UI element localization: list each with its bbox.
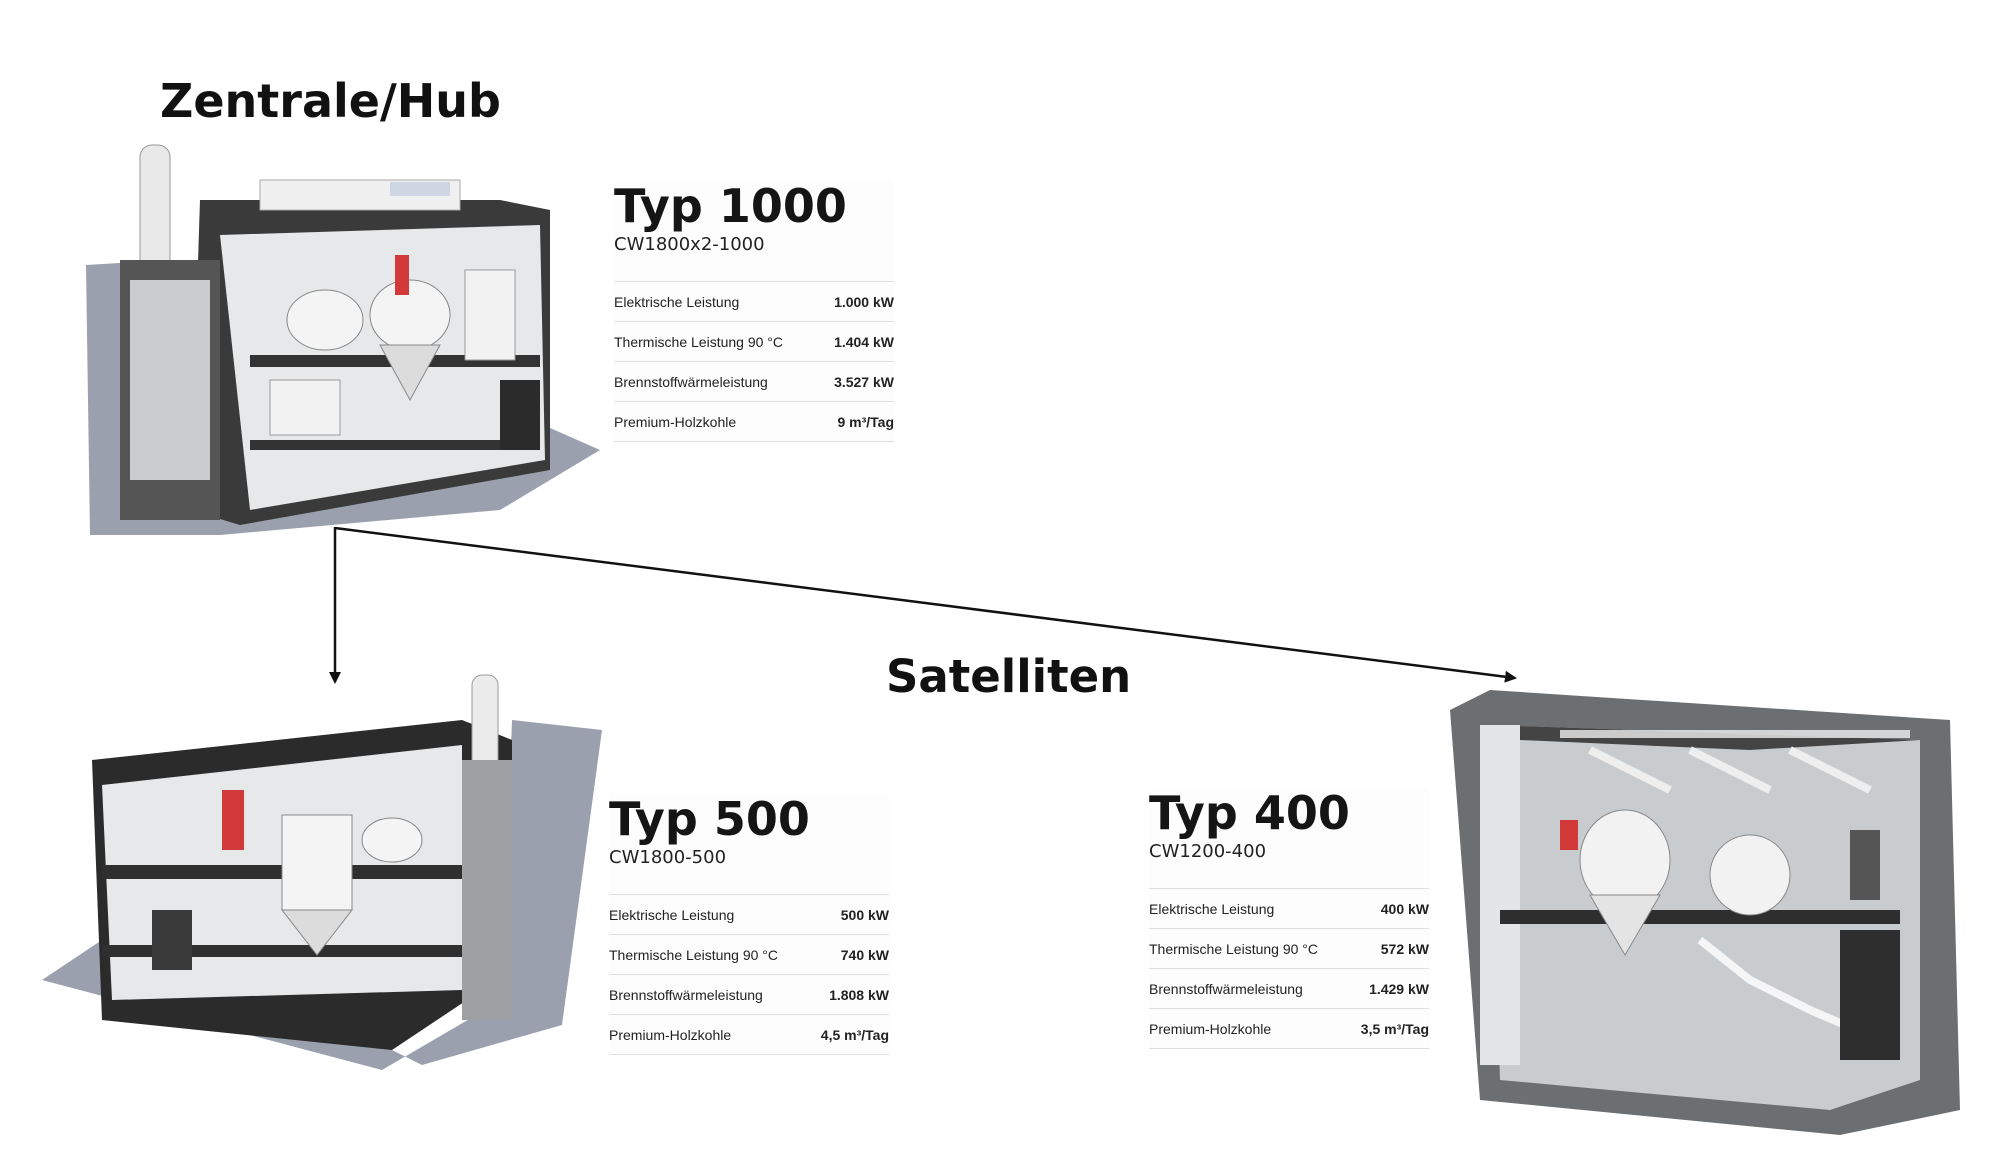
spec-table: Elektrische Leistung 1.000 kW Thermische… (614, 281, 894, 442)
typ-400-building-illustration (1450, 690, 1960, 1135)
hub-heading: Zentrale/Hub (160, 74, 501, 128)
spec-value: 572 kW (1380, 940, 1429, 957)
spec-label: Thermische Leistung 90 °C (1149, 940, 1319, 957)
spec-row: Brennstoffwärmeleistung 1.808 kW (609, 974, 889, 1014)
spec-row: Elektrische Leistung 500 kW (609, 894, 889, 934)
satellites-heading: Satelliten (886, 650, 1132, 703)
typ-400-card: Typ 400 CW1200-400 Elektrische Leistung … (1149, 787, 1429, 1049)
spec-value: 4,5 m³/Tag (820, 1026, 889, 1043)
model-name: CW1200-400 (1149, 841, 1267, 862)
spec-value: 3.527 kW (834, 373, 894, 390)
spec-label: Elektrische Leistung (609, 906, 735, 923)
spec-value: 1.808 kW (829, 986, 889, 1003)
model-name: CW1800x2-1000 (614, 234, 765, 255)
spec-row: Elektrische Leistung 400 kW (1149, 888, 1429, 928)
spec-row: Premium-Holzkohle 3,5 m³/Tag (1149, 1008, 1429, 1049)
spec-label: Brennstoffwärmeleistung (609, 986, 763, 1003)
spec-value: 400 kW (1380, 900, 1429, 917)
spec-row: Premium-Holzkohle 9 m³/Tag (614, 401, 894, 442)
spec-value: 3,5 m³/Tag (1360, 1020, 1429, 1037)
spec-value: 9 m³/Tag (837, 413, 894, 430)
spec-table: Elektrische Leistung 500 kW Thermische L… (609, 894, 889, 1055)
spec-label: Thermische Leistung 90 °C (614, 333, 784, 350)
spec-label: Premium-Holzkohle (614, 413, 737, 430)
spec-label: Thermische Leistung 90 °C (609, 946, 779, 963)
spec-row: Thermische Leistung 90 °C 572 kW (1149, 928, 1429, 968)
spec-label: Premium-Holzkohle (609, 1026, 732, 1043)
spec-label: Brennstoffwärmeleistung (1149, 980, 1303, 997)
spec-value: 740 kW (840, 946, 889, 963)
hub-building-illustration (86, 144, 600, 535)
spec-value: 1.000 kW (834, 293, 894, 310)
spec-label: Elektrische Leistung (614, 293, 740, 310)
spec-row: Brennstoffwärmeleistung 1.429 kW (1149, 968, 1429, 1008)
spec-row: Elektrische Leistung 1.000 kW (614, 281, 894, 321)
spec-value: 500 kW (840, 906, 889, 923)
typ-1000-card: Typ 1000 CW1800x2-1000 Elektrische Leist… (614, 180, 894, 442)
spec-label: Brennstoffwärmeleistung (614, 373, 768, 390)
typ-500-card: Typ 500 CW1800-500 Elektrische Leistung … (609, 793, 889, 1055)
spec-row: Thermische Leistung 90 °C 740 kW (609, 934, 889, 974)
spec-row: Thermische Leistung 90 °C 1.404 kW (614, 321, 894, 361)
spec-value: 1.429 kW (1369, 980, 1429, 997)
spec-value: 1.404 kW (834, 333, 894, 350)
type-title: Typ 1000 (614, 179, 847, 233)
spec-label: Elektrische Leistung (1149, 900, 1275, 917)
typ-500-building-illustration (42, 674, 602, 1070)
spec-label: Premium-Holzkohle (1149, 1020, 1272, 1037)
type-title: Typ 400 (1149, 786, 1350, 840)
spec-table: Elektrische Leistung 400 kW Thermische L… (1149, 888, 1429, 1049)
spec-row: Premium-Holzkohle 4,5 m³/Tag (609, 1014, 889, 1055)
model-name: CW1800-500 (609, 847, 727, 868)
type-title: Typ 500 (609, 792, 810, 846)
spec-row: Brennstoffwärmeleistung 3.527 kW (614, 361, 894, 401)
